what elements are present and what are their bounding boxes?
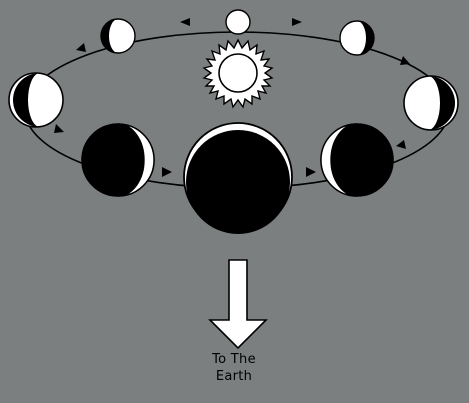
orbit-arrowhead	[180, 18, 190, 26]
sun-icon	[202, 38, 274, 109]
orbit-arrowhead	[396, 140, 406, 149]
moon-waning-gibbous	[339, 20, 375, 56]
caption-line-1: To The	[212, 352, 256, 367]
orbit-arrowhead	[306, 167, 316, 177]
down-arrow-icon	[208, 259, 268, 350]
orbit-direction-arrows	[54, 18, 410, 177]
moon-waning-crescent	[320, 123, 394, 197]
orbit-arrowhead	[400, 56, 410, 65]
orbit-arrowhead	[292, 18, 302, 26]
orbit-arrowhead	[54, 124, 64, 133]
moon-waxing-gibbous	[100, 18, 136, 54]
moon-full	[225, 9, 251, 35]
moon-first-quarter	[8, 72, 64, 128]
caption-line-2: Earth	[215, 369, 253, 384]
sun-disc	[218, 53, 258, 93]
to-earth-caption: To The Earth	[184, 351, 284, 385]
moon-last-quarter	[403, 75, 459, 131]
moon-waxing-crescent	[81, 123, 155, 197]
orbit-arrowhead	[162, 167, 172, 177]
moon-new	[183, 122, 293, 234]
orbit-arrowhead	[76, 43, 86, 52]
